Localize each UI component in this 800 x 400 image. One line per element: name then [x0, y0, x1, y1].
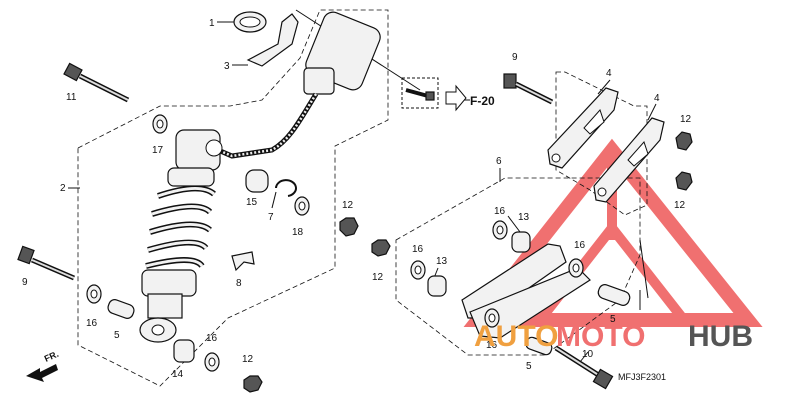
- callout-16-link-b: 16: [494, 206, 506, 217]
- shock-assembly-outline: [77, 9, 389, 387]
- bushing-15: [245, 169, 269, 193]
- callout-17: 17: [152, 145, 164, 156]
- front-label: FR.: [43, 349, 60, 364]
- callout-3: 3: [224, 61, 230, 72]
- collar-5-left: [107, 299, 135, 319]
- bolt-9-right: [503, 73, 554, 105]
- reference-label: F-20: [470, 94, 495, 108]
- callout-12-upper-right: 12: [680, 114, 692, 125]
- callout-13-upper: 13: [518, 212, 530, 223]
- shock-reservoir: [303, 11, 381, 95]
- callout-9-right: 9: [512, 52, 518, 63]
- callout-16-left: 16: [86, 318, 98, 329]
- reservoir-band: [233, 11, 267, 33]
- washer-16-link-b: [492, 220, 508, 240]
- arrow-f20-icon: [445, 84, 467, 112]
- bushing-13-b: [511, 231, 531, 253]
- callout-8: 8: [236, 278, 242, 289]
- bracket-4-front: [547, 87, 619, 169]
- washer-16-link-d: [484, 308, 500, 328]
- bolt-f20: [401, 77, 439, 109]
- callout-5-lower: 5: [526, 361, 532, 372]
- callout-9-left: 9: [22, 277, 28, 288]
- callout-16-link-d: 16: [486, 340, 498, 351]
- bushing-14: [173, 339, 195, 363]
- bushing-13-a: [427, 275, 447, 297]
- collar-5-lower: [525, 336, 553, 356]
- washer-16-link-c: [568, 258, 584, 278]
- bracket-outline: [555, 71, 648, 216]
- callout-14: 14: [172, 369, 184, 380]
- bolt-11: [63, 62, 130, 103]
- callout-6: 6: [496, 156, 502, 167]
- bracket-4-rear: [593, 117, 665, 203]
- callout-labels: 1 3 11 17 2 15 7 18 9 8 16 5 14 16 12 12…: [22, 18, 692, 380]
- reservoir-hose: [217, 92, 319, 159]
- reservoir-stay: [246, 13, 299, 67]
- callout-5-right: 5: [610, 314, 616, 325]
- nut-12-lower-left: [243, 375, 263, 393]
- washer-16-link-a: [410, 260, 426, 280]
- washer-16-left: [86, 284, 102, 304]
- callout-16-lower: 16: [206, 333, 218, 344]
- callout-1: 1: [209, 18, 215, 29]
- callout-16-link-c: 16: [574, 240, 586, 251]
- callout-12-lower-left: 12: [242, 354, 254, 365]
- washer-16-lower: [204, 352, 220, 372]
- front-arrow-icon: [26, 364, 58, 382]
- callout-4-front: 4: [606, 68, 612, 79]
- watermark-hub: HUB: [688, 320, 753, 353]
- callout-12-link: 12: [372, 272, 384, 283]
- circlip-7: [275, 179, 297, 197]
- callout-2: 2: [60, 183, 66, 194]
- callout-12-center: 12: [342, 200, 354, 211]
- callout-16-link-a: 16: [412, 244, 424, 255]
- callout-12-mid-right: 12: [674, 200, 686, 211]
- diagram-code: MFJ3F2301: [618, 372, 666, 382]
- shock-absorber: [139, 129, 223, 343]
- callout-15: 15: [246, 197, 258, 208]
- callout-13-lower: 13: [436, 256, 448, 267]
- collar-5-right: [597, 284, 631, 306]
- bolt-9-left: [17, 245, 75, 281]
- callout-10: 10: [582, 349, 594, 360]
- linkage-arm: [461, 243, 591, 339]
- callout-11: 11: [66, 92, 77, 103]
- watermark-moto: MOTO: [556, 320, 645, 353]
- nut-12-mid-right: [675, 171, 693, 191]
- washer-18: [294, 196, 310, 216]
- callout-18: 18: [292, 227, 304, 238]
- bolt-10: [554, 345, 614, 390]
- nut-12-upper-right: [675, 131, 693, 151]
- watermark-auto: AUTO: [474, 320, 558, 353]
- watermark-text: AUTO MOTO HUB: [474, 320, 753, 353]
- clip-8: [231, 251, 255, 272]
- nut-12-link: [371, 239, 391, 257]
- washer-17: [152, 114, 168, 134]
- callout-7: 7: [268, 212, 274, 223]
- callout-5-left: 5: [114, 330, 120, 341]
- nut-12-center: [339, 217, 359, 237]
- callout-4-rear: 4: [654, 93, 660, 104]
